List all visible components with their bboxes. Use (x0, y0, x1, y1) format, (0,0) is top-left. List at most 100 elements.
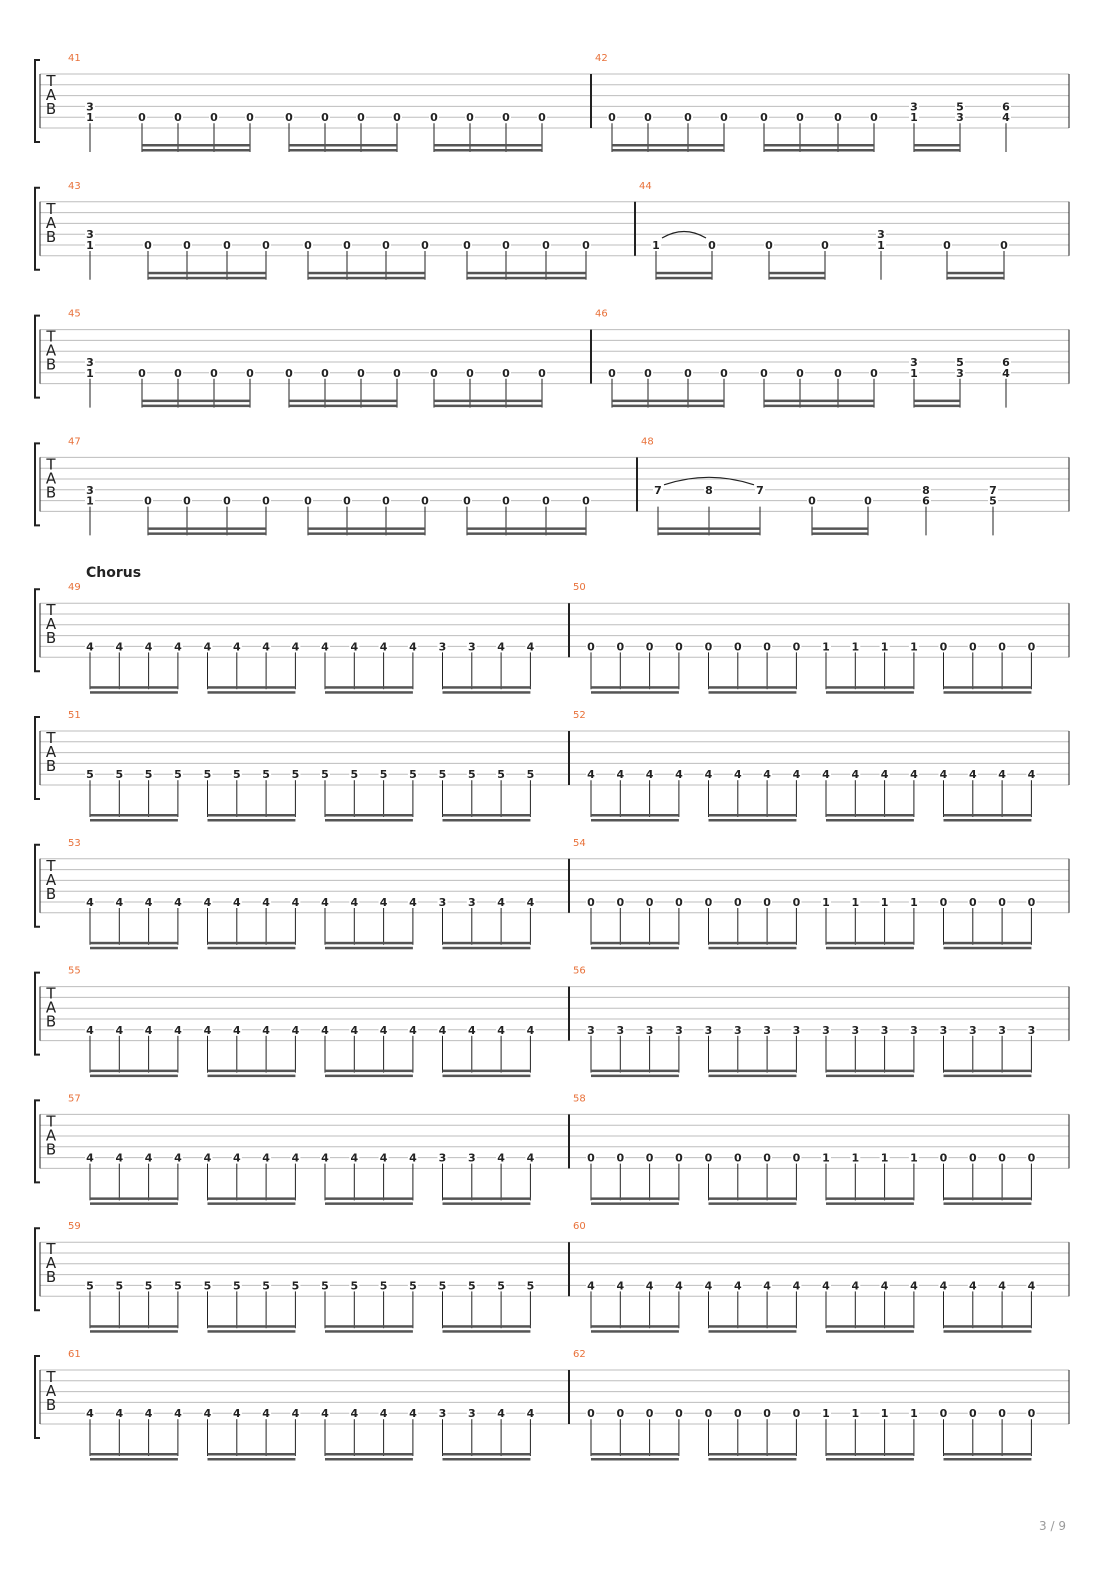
fret-number: 8 (705, 484, 713, 497)
beam (90, 686, 178, 689)
beam (289, 404, 397, 408)
beam (207, 1330, 296, 1333)
fret-bg (290, 895, 301, 907)
fret-number: 0 (765, 239, 773, 252)
fret-number: 0 (321, 367, 329, 380)
system-bracket (34, 1099, 40, 1184)
fret-number: 1 (86, 239, 94, 252)
fret-bg (496, 1406, 507, 1419)
fret-bg (997, 767, 1008, 780)
beam (289, 149, 397, 152)
fret-number: 4 (497, 1024, 505, 1037)
fret-number: 1 (881, 896, 889, 909)
beam (708, 1069, 797, 1073)
fret-bg (407, 1022, 418, 1035)
fret-bg (320, 1278, 330, 1291)
fret-bg (909, 99, 919, 112)
fret-number: 0 (285, 111, 293, 124)
fret-bg (850, 639, 861, 652)
fret-number: 0 (587, 1407, 595, 1420)
beam (914, 404, 960, 408)
fret-bg (607, 365, 617, 378)
tab-clef-letter: T (45, 985, 56, 1003)
beam (207, 1197, 296, 1200)
fret-number: 0 (582, 239, 590, 252)
fret-bg (407, 767, 418, 780)
fret-number: 0 (1028, 1407, 1036, 1420)
fret-number: 3 (439, 896, 447, 909)
fret-bg (938, 1022, 949, 1035)
beam (591, 1069, 679, 1073)
fret-bg (909, 355, 919, 367)
fret-bg (1026, 895, 1037, 907)
fret-number: 4 (763, 768, 771, 781)
fret-number: 5 (86, 1279, 94, 1292)
beam (708, 1330, 797, 1333)
fret-bg (607, 110, 617, 123)
fret-bg (303, 493, 313, 506)
fret-bg (921, 493, 931, 506)
fret-bg (437, 767, 448, 780)
beam (826, 686, 914, 689)
fret-bg (955, 355, 965, 367)
beam (148, 276, 266, 280)
beam (90, 1197, 178, 1200)
slur (663, 476, 755, 486)
beam (207, 814, 296, 817)
fret-number: 4 (439, 1024, 447, 1037)
fret-bg (967, 1022, 978, 1035)
fret-number: 4 (881, 768, 889, 781)
beam (826, 819, 914, 822)
beam (943, 946, 1032, 950)
fret-number: 4 (145, 640, 153, 653)
tab-clef-letter: T (45, 328, 56, 346)
fret-bg (1026, 1278, 1037, 1291)
fret-bg (261, 1022, 272, 1035)
fret-bg (501, 365, 511, 378)
fret-bg (755, 482, 765, 495)
fret-number: 1 (910, 896, 918, 909)
beam (207, 1458, 296, 1461)
fret-bg (143, 1406, 154, 1419)
fret-number: 3 (734, 1024, 742, 1037)
measure-number: 62 (573, 1349, 586, 1360)
fret-number: 0 (246, 367, 254, 380)
beam (943, 941, 1032, 945)
fret-bg (85, 238, 95, 250)
beam (325, 946, 413, 950)
fret-number: 0 (684, 111, 692, 124)
fret-bg (833, 365, 843, 378)
beam (591, 1458, 679, 1461)
fret-number: 3 (468, 896, 476, 909)
fret-bg (85, 99, 95, 112)
fret-bg (462, 238, 472, 250)
fret-number: 4 (145, 1024, 153, 1037)
fret-number: 5 (439, 768, 447, 781)
beam (207, 1325, 296, 1328)
fret-number: 4 (115, 1024, 123, 1037)
fret-bg (525, 1278, 536, 1291)
fret-number: 4 (763, 1279, 771, 1292)
fret-number: 0 (321, 111, 329, 124)
beam (591, 946, 679, 950)
section-label-chorus: Chorus (86, 565, 142, 581)
fret-number: 4 (262, 896, 270, 909)
fret-number: 0 (796, 111, 804, 124)
fret-number: 3 (851, 1024, 859, 1037)
tab-clef-letter: B (46, 483, 56, 501)
fret-number: 0 (144, 495, 152, 508)
fret-bg (908, 1150, 919, 1163)
fret-number: 1 (881, 1152, 889, 1165)
beam (325, 819, 413, 822)
fret-bg (615, 1150, 626, 1163)
fret-bg (525, 895, 536, 907)
fret-number: 4 (350, 1152, 358, 1165)
fret-bg (644, 1278, 655, 1291)
fret-number: 0 (210, 111, 218, 124)
fret-bg (137, 110, 147, 123)
fret-bg (261, 1278, 272, 1291)
fret-bg (821, 1022, 831, 1035)
fret-number: 4 (233, 1407, 241, 1420)
measure-number: 51 (68, 710, 81, 721)
beam (90, 1069, 178, 1073)
